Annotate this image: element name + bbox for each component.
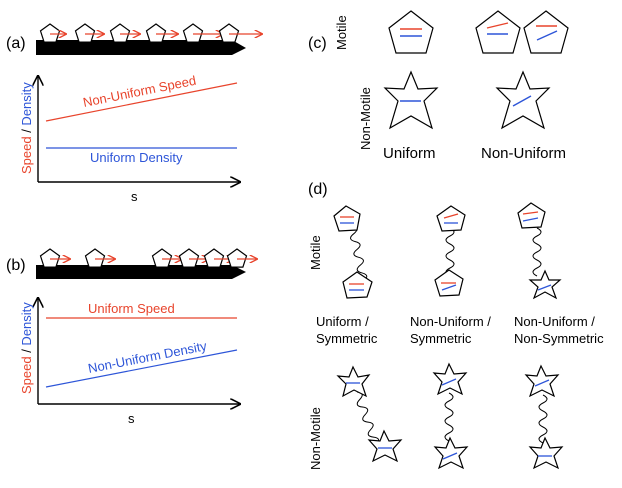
panel-c: (c) Motile Non-Motile Uniform	[308, 10, 569, 162]
spring	[444, 392, 454, 442]
track-a	[36, 40, 246, 55]
motors-b	[39, 248, 258, 268]
dimer-nonuniform-nonsymmetric-nonmotile	[524, 364, 564, 470]
col3-label-line1: Non-Uniform /	[514, 314, 595, 329]
y-label-speed: Speed	[19, 356, 34, 394]
panel-d: (d) Motile Non-Motile	[308, 181, 604, 470]
y-label-speed: Speed	[19, 136, 34, 174]
x-axis-b-label: s	[128, 411, 135, 426]
motor-pentagon	[74, 23, 96, 43]
motor-pentagon	[218, 23, 240, 43]
speed-line-a-label: Non-Uniform Speed	[82, 73, 198, 110]
row-nonmotile-label: Non-Motile	[358, 87, 373, 150]
y-label-separator: /	[19, 346, 34, 357]
col-uniform-label: Uniform	[383, 145, 436, 162]
nonuniform-motile-pentagon	[523, 10, 569, 54]
col2-label-line2: Symmetric	[410, 331, 472, 346]
row-motile-label: Motile	[334, 15, 349, 50]
y-axis-a-label: Speed / Density	[19, 82, 34, 174]
col3-label-line2: Non-Symmetric	[514, 331, 604, 346]
nonuniform-motile-pentagon	[475, 10, 521, 54]
spring	[356, 391, 380, 445]
dimer-uniform-symmetric-motile	[333, 205, 373, 299]
track-b	[36, 265, 246, 279]
motor-pentagon	[226, 248, 248, 268]
col-nonuniform-label: Non-Uniform	[481, 145, 566, 162]
motor-pentagon	[109, 23, 131, 43]
uniform-motile-pentagon	[388, 10, 434, 54]
panel-b-label: (b)	[6, 257, 26, 274]
motor-pentagon	[178, 248, 200, 268]
panel-c-label: (c)	[308, 35, 327, 52]
col1-label-line2: Symmetric	[316, 331, 378, 346]
motor-pentagon	[145, 23, 167, 43]
motors-a	[39, 23, 263, 43]
speed-line-a	[45, 82, 238, 122]
panel-d-label: (d)	[308, 181, 328, 198]
speed-line-b-label: Uniform Speed	[88, 301, 175, 316]
col2-label-line1: Non-Uniform /	[410, 314, 491, 329]
uniform-nonmotile-star	[383, 70, 439, 130]
nonuniform-nonmotile-star	[495, 70, 551, 130]
motor-pentagon	[39, 248, 61, 268]
density-line-a-label: Uniform Density	[90, 150, 183, 165]
density-line-b	[45, 349, 238, 388]
motor-pentagon	[182, 23, 204, 43]
panel-a: (a) Non-Uniform Speed Uniform Density Sp…	[6, 23, 263, 204]
col1-label-line1: Uniform /	[316, 314, 369, 329]
x-axis-a-label: s	[131, 189, 138, 204]
dimer-nonuniform-symmetric-motile	[434, 205, 466, 297]
panel-a-label: (a)	[6, 35, 26, 52]
dimer-nonuniform-nonsymmetric-motile	[517, 202, 562, 300]
motor-pentagon	[39, 23, 61, 43]
y-label-density: Density	[19, 82, 34, 126]
panel-b: (b) Uniform Speed Non-Uniform Density Sp…	[6, 248, 258, 426]
row-nonmotile-label: Non-Motile	[308, 407, 323, 470]
spring	[538, 394, 548, 444]
motor-pentagon	[84, 248, 106, 268]
dimer-nonuniform-symmetric-nonmotile	[432, 362, 469, 470]
motor-pentagon	[151, 248, 173, 268]
y-label-density: Density	[19, 302, 34, 346]
y-axis-b-label: Speed / Density	[19, 302, 34, 394]
y-label-separator: /	[19, 126, 34, 137]
row-motile-label: Motile	[308, 235, 323, 270]
motor-pentagon	[203, 248, 225, 268]
spring	[532, 227, 542, 277]
density-line-b-label: Non-Uniform Density	[87, 338, 209, 376]
dimer-uniform-symmetric-nonmotile	[336, 365, 403, 463]
